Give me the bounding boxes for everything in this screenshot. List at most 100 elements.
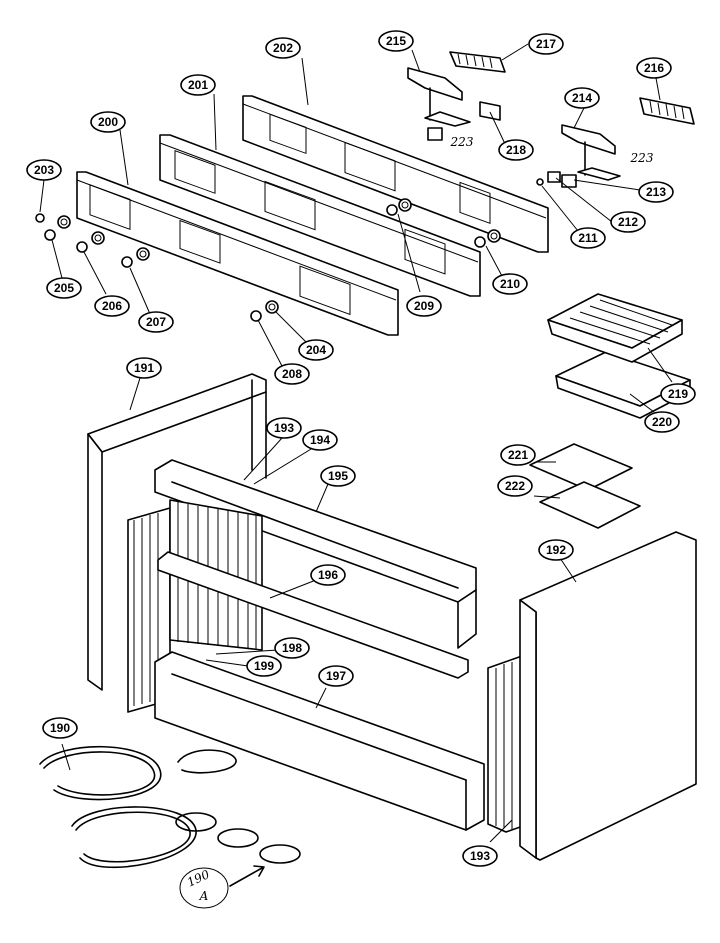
callout-text: 208 [282, 367, 302, 381]
callout-text: 193 [274, 421, 294, 435]
callout-bubble [406, 295, 442, 317]
callout-c190: 190 [42, 717, 78, 739]
callout-c205: 205 [46, 277, 82, 299]
callout-bubble [492, 273, 528, 295]
callout-text: 193 [470, 849, 490, 863]
callout-bubble [246, 655, 282, 677]
callout-text: 202 [273, 41, 293, 55]
callout-text: 196 [318, 568, 338, 582]
callout-c197: 197 [318, 665, 354, 687]
callout-bubble [320, 465, 356, 487]
handwritten-h190a: 190 [185, 867, 212, 890]
callout-text: 205 [54, 281, 74, 295]
callout-bubble [564, 87, 600, 109]
callout-text: 221 [508, 448, 528, 462]
callout-bubble [644, 411, 680, 433]
callout-bubble [302, 429, 338, 451]
callout-c204: 204 [298, 339, 334, 361]
broiler-pan-219-220 [547, 293, 691, 419]
bottom-frame-197 [154, 651, 485, 831]
callout-c220: 220 [644, 411, 680, 433]
callout-text: 214 [572, 91, 592, 105]
terminal-block-217 [449, 51, 506, 73]
callout-bubble [528, 33, 564, 55]
callout-text: 191 [134, 361, 154, 375]
callout-text: 198 [282, 641, 302, 655]
callout-c218: 218 [498, 139, 534, 161]
callout-c210: 210 [492, 273, 528, 295]
callout-bubble [42, 717, 78, 739]
callout-bubble [378, 30, 414, 52]
callout-text: 204 [306, 343, 326, 357]
callout-c219: 219 [660, 383, 696, 405]
callout-text: 201 [188, 78, 208, 92]
callout-bubble [126, 357, 162, 379]
callout-text: 215 [386, 34, 406, 48]
callout-c214: 214 [564, 87, 600, 109]
control-panel-202 [242, 95, 549, 253]
callout-c206: 206 [94, 295, 130, 317]
callout-text: 220 [652, 415, 672, 429]
callout-c216: 216 [636, 57, 672, 79]
callout-c199: 199 [246, 655, 282, 677]
callout-c193a: 193 [266, 417, 302, 439]
callout-bubble [318, 665, 354, 687]
handwritten-circle [179, 867, 229, 909]
callout-c217: 217 [528, 33, 564, 55]
callout-bubble [660, 383, 696, 405]
callout-c196: 196 [310, 564, 346, 586]
callout-bubble [180, 74, 216, 96]
callout-c208: 208 [274, 363, 310, 385]
terminal-block-216 [639, 97, 695, 125]
bracket-215 [407, 67, 471, 127]
callout-text: 222 [505, 479, 525, 493]
callout-bubble [462, 845, 498, 867]
side-panel-191 [87, 373, 267, 691]
wire-harness-190 [39, 745, 301, 887]
callout-bubble [497, 475, 533, 497]
callout-c195: 195 [320, 465, 356, 487]
handwritten-h223b: 223 [630, 151, 654, 165]
callout-text: 206 [102, 299, 122, 313]
callout-bubble [90, 111, 126, 133]
side-panel-192 [519, 531, 697, 861]
callout-c198: 198 [274, 637, 310, 659]
callout-text: 200 [98, 115, 118, 129]
callout-bubble [610, 211, 646, 233]
callout-bubble [500, 444, 536, 466]
callout-bubble [538, 539, 574, 561]
callout-bubble [298, 339, 334, 361]
callout-c211: 211 [570, 227, 606, 249]
callout-c215: 215 [378, 30, 414, 52]
callout-text: 197 [326, 669, 346, 683]
callout-text: 210 [500, 277, 520, 291]
rail-196 [157, 551, 469, 679]
callout-c202: 202 [265, 37, 301, 59]
callout-bubble [498, 139, 534, 161]
control-panel-200 [76, 171, 399, 336]
callout-text: 216 [644, 61, 664, 75]
callout-text: 203 [34, 163, 54, 177]
callout-bubble [46, 277, 82, 299]
callout-c212: 212 [610, 211, 646, 233]
callout-text: 209 [414, 299, 434, 313]
callout-text: 190 [50, 721, 70, 735]
callout-bubble [636, 57, 672, 79]
callout-c193b: 193 [462, 845, 498, 867]
callout-text: 219 [668, 387, 688, 401]
callout-c222: 222 [497, 475, 533, 497]
callout-c209: 209 [406, 295, 442, 317]
callout-text: 212 [618, 215, 638, 229]
small-parts-213-212-211 [427, 127, 577, 188]
callout-bubble [26, 159, 62, 181]
clip-218 [479, 101, 501, 121]
front-frame-195 [154, 459, 477, 649]
callout-text: 218 [506, 143, 526, 157]
callout-bubble [310, 564, 346, 586]
callout-bubble [638, 181, 674, 203]
callout-c192: 192 [538, 539, 574, 561]
